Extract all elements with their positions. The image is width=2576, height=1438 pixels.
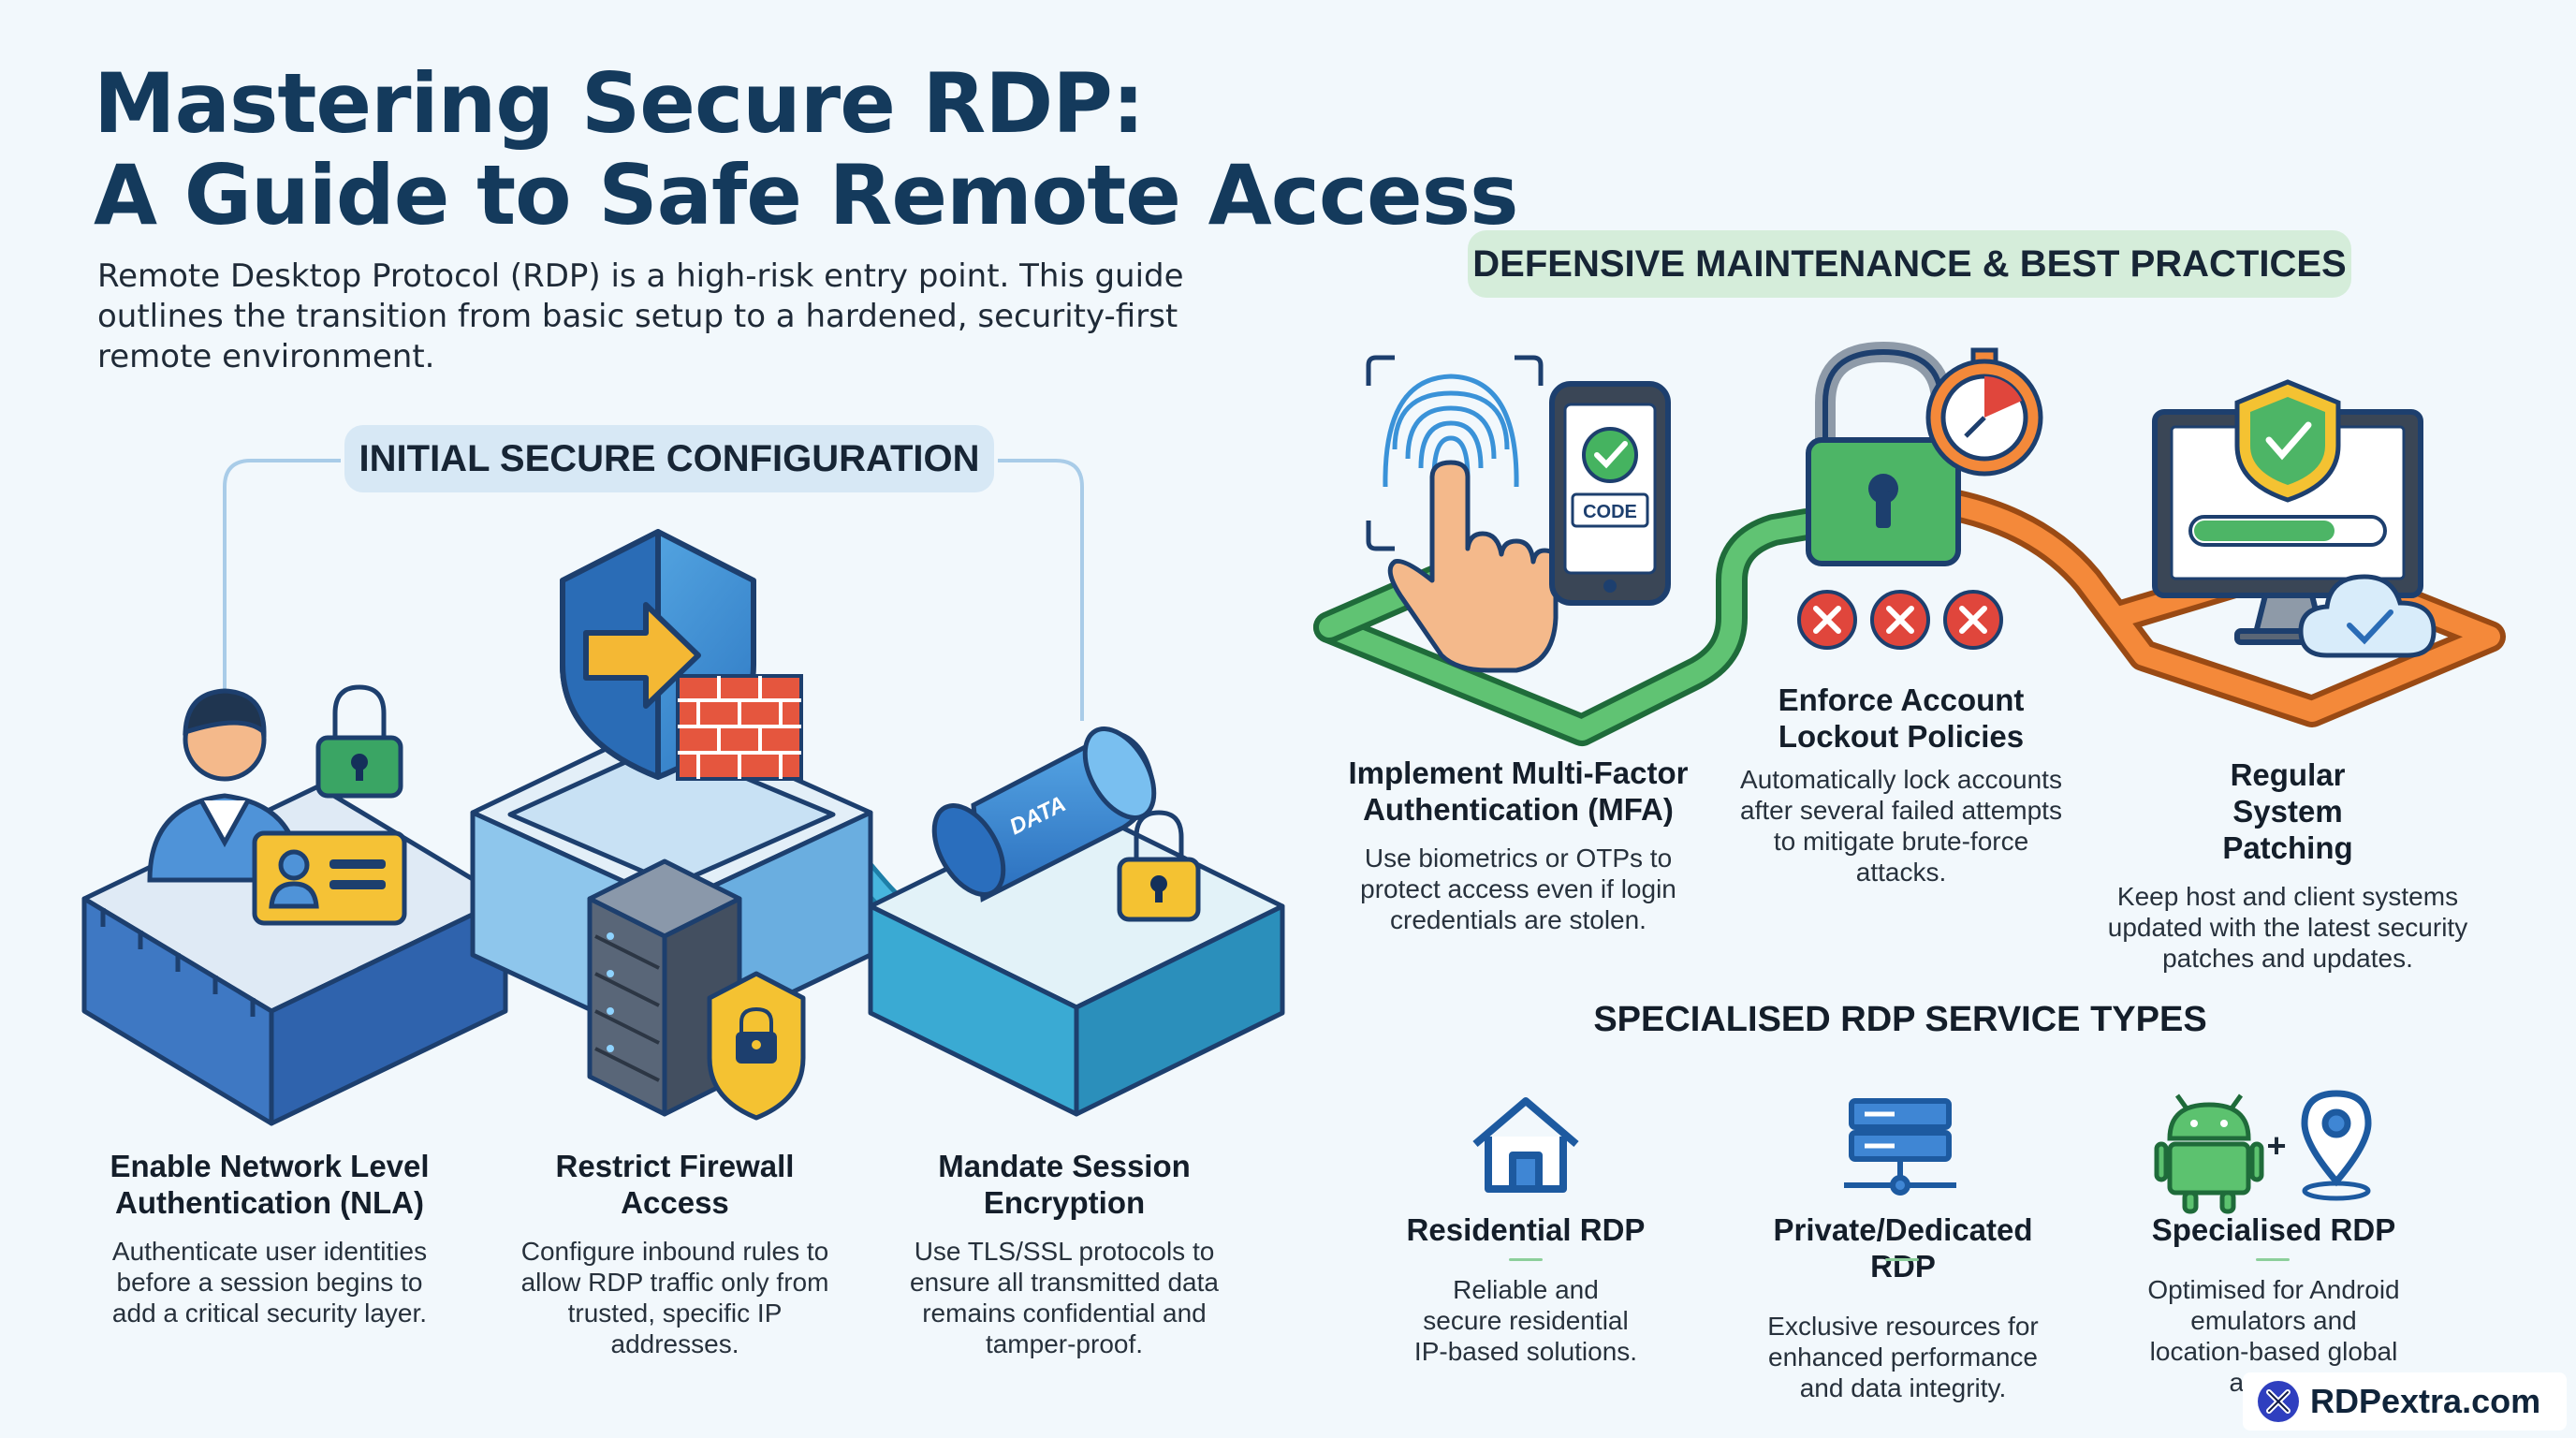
dedicated-heading: Private/Dedicated RDP — [1773, 1212, 2033, 1284]
mfa-heading: Implement Multi-Factor Authentication (M… — [1348, 756, 1689, 827]
dedicated-card: Private/Dedicated RDP Exclusive resource… — [1739, 1211, 2067, 1403]
specialised-underline — [2256, 1258, 2290, 1261]
nla-heading: Enable Network Level Authentication (NLA… — [110, 1149, 430, 1220]
lock-icon-nla — [315, 684, 403, 799]
patch-progress-bar — [2188, 515, 2387, 547]
data-cylinder-icon: DATA — [931, 726, 1157, 902]
patching-description: Keep host and client systems updated wit… — [2107, 882, 2468, 973]
residential-underline — [1509, 1258, 1543, 1261]
server-stack-icon — [1844, 1098, 1956, 1196]
mfa-card: Implement Multi-Factor Authentication (M… — [1340, 755, 1696, 935]
config-bracket — [223, 459, 1084, 721]
otp-code-icon: CODE — [1571, 492, 1649, 528]
page-title-line2: A Guide to Safe Remote Access — [94, 147, 1518, 243]
location-pin-icon — [2301, 1090, 2372, 1201]
shield-check-icon — [2234, 379, 2341, 503]
initial-config-heading: INITIAL SECURE CONFIGURATION — [344, 425, 994, 492]
lockout-card: Enforce Account Lockout Policies Automat… — [1737, 682, 2065, 888]
stopwatch-icon — [1925, 347, 2043, 477]
mfa-description: Use biometrics or OTPs to protect access… — [1360, 844, 1676, 934]
user-avatar-icon — [147, 688, 302, 883]
brand-x-icon — [2258, 1381, 2299, 1422]
specialised-card: Specialised RDP Optimised for Android em… — [2119, 1211, 2428, 1398]
android-robot-icon — [2154, 1093, 2264, 1214]
cloud-sync-icon — [2298, 574, 2437, 658]
encryption-heading: Mandate Session Encryption — [938, 1149, 1191, 1220]
fingerprint-scan-icon — [1366, 355, 1544, 551]
intro-text: Remote Desktop Protocol (RDP) is a high-… — [97, 257, 1184, 375]
brick-wall-icon — [676, 674, 803, 781]
failed-attempt-x-icons — [1797, 590, 2003, 650]
service-types-heading: SPECIALISED RDP SERVICE TYPES — [1593, 1000, 2207, 1039]
page-title: Mastering Secure RDP: A Guide to Safe Re… — [94, 55, 1518, 243]
house-icon — [1472, 1097, 1579, 1193]
lock-icon-encryption — [1117, 810, 1201, 922]
x-icon-2 — [1870, 590, 1930, 650]
residential-description: Reliable and secure residential IP-based… — [1413, 1275, 1638, 1366]
dedicated-description: Exclusive resources for enhanced perform… — [1767, 1312, 2039, 1402]
defensive-heading: DEFENSIVE MAINTENANCE & BEST PRACTICES — [1468, 230, 2351, 298]
dedicated-underline — [1885, 1258, 1919, 1261]
firewall-heading: Restrict Firewall Access — [555, 1149, 795, 1220]
id-card-icon — [252, 830, 407, 926]
nla-description: Authenticate user identities before a se… — [111, 1237, 428, 1328]
residential-card: Residential RDP Reliable and secure resi… — [1385, 1211, 1666, 1367]
patching-heading: Regular System Patching — [2222, 757, 2353, 865]
lockout-description: Automatically lock accounts after severa… — [1740, 765, 2062, 887]
x-icon-1 — [1797, 590, 1857, 650]
brand-logo-link[interactable]: RDPextra.com — [2243, 1372, 2567, 1431]
brand-name: RDPextra.com — [2310, 1382, 2541, 1420]
nla-card: Enable Network Level Authentication (NLA… — [92, 1148, 447, 1328]
encryption-card: Mandate Session Encryption Use TLS/SSL p… — [900, 1148, 1228, 1359]
specialised-heading: Specialised RDP — [2151, 1212, 2396, 1247]
checkmark-circle-icon — [1582, 427, 1638, 483]
otp-code-label: CODE — [1583, 502, 1637, 522]
patching-card: Regular System Patching Keep host and cl… — [2091, 756, 2484, 974]
shield-lock-icon — [707, 971, 806, 1121]
x-icon-3 — [1943, 590, 2003, 650]
plus-sign: + — [2266, 1126, 2286, 1165]
encryption-description: Use TLS/SSL protocols to ensure all tran… — [910, 1237, 1219, 1358]
lockout-heading: Enforce Account Lockout Policies — [1778, 682, 2025, 754]
firewall-card: Restrict Firewall Access Configure inbou… — [520, 1148, 829, 1359]
padlock-icon — [1806, 341, 1961, 566]
defense-path-orange — [1940, 490, 2506, 727]
firewall-description: Configure inbound rules to allow RDP tra… — [520, 1237, 829, 1358]
pointing-hand-icon — [1387, 460, 1559, 673]
residential-heading: Residential RDP — [1406, 1212, 1646, 1247]
page-title-line1: Mastering Secure RDP: — [94, 55, 1145, 152]
